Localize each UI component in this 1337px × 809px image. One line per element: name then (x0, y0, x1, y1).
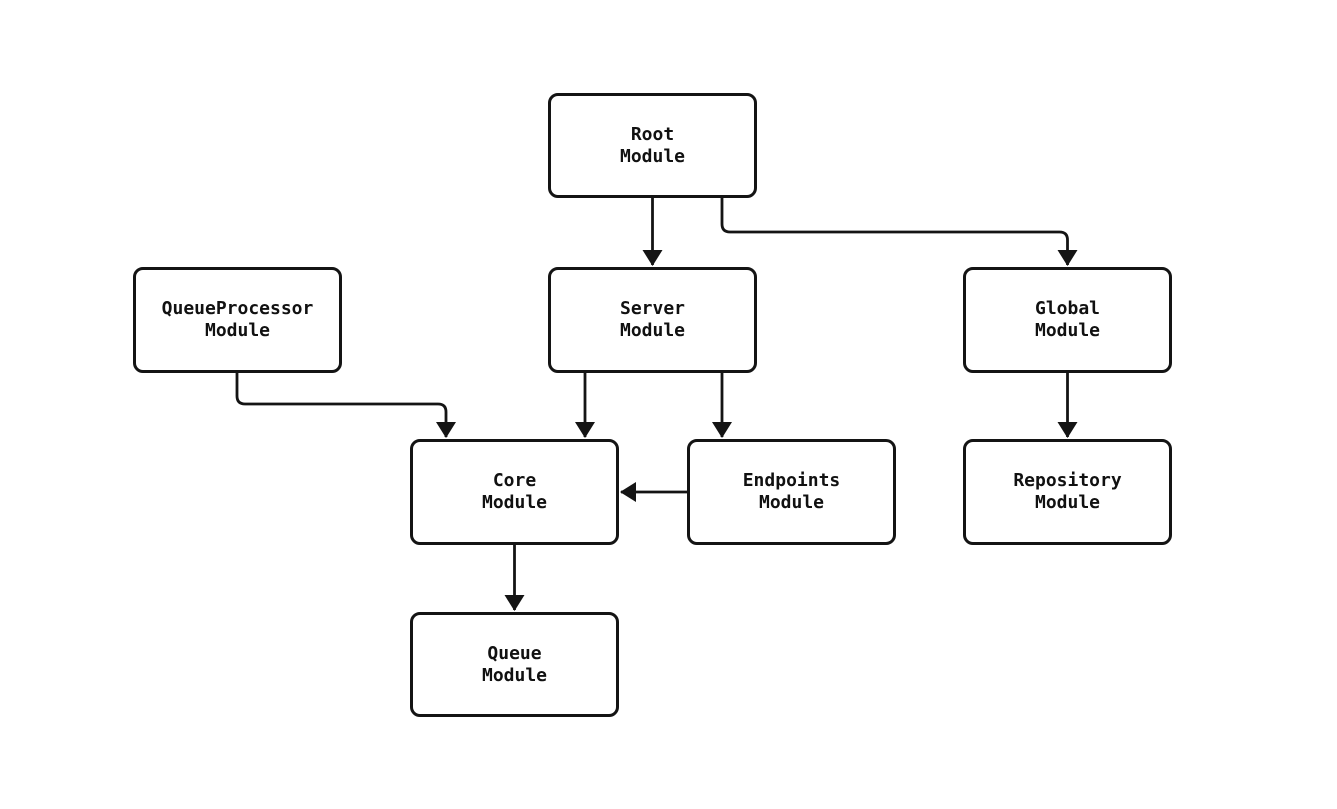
node-server-module-title: Server (619, 298, 686, 319)
node-queueprocessor-module-subtitle: Module (204, 320, 271, 341)
node-queue-module-title: Queue (487, 642, 542, 664)
node-endpoints-module-subtitle: Module (758, 492, 825, 513)
node-global-module: Global Module (963, 267, 1172, 373)
node-core-module-title: Core (492, 470, 537, 491)
node-root-module-subtitle: Module (619, 145, 686, 167)
node-core-module: Core Module (410, 439, 619, 545)
node-queueprocessor-module-title: QueueProcessor (161, 298, 314, 319)
node-root-module: Root Module (548, 93, 757, 198)
node-queue-module: Queue Module (410, 612, 619, 717)
node-queue-module-subtitle: Module (481, 664, 548, 686)
node-endpoints-module-title: Endpoints (742, 470, 841, 491)
node-server-module: Server Module (548, 267, 757, 373)
node-queueprocessor-module: QueueProcessor Module (133, 267, 342, 373)
node-core-module-subtitle: Module (481, 492, 548, 513)
node-server-module-subtitle: Module (619, 320, 686, 341)
node-root-module-title: Root (630, 123, 675, 145)
node-endpoints-module: Endpoints Module (687, 439, 896, 545)
node-global-module-subtitle: Module (1034, 320, 1101, 341)
node-repository-module: Repository Module (963, 439, 1172, 545)
node-repository-module-subtitle: Module (1034, 492, 1101, 513)
edge-root-to-global (720, 198, 1078, 266)
edge-queueprocessor-to-core (235, 373, 456, 438)
node-global-module-title: Global (1034, 298, 1101, 319)
node-repository-module-title: Repository (1013, 470, 1122, 491)
